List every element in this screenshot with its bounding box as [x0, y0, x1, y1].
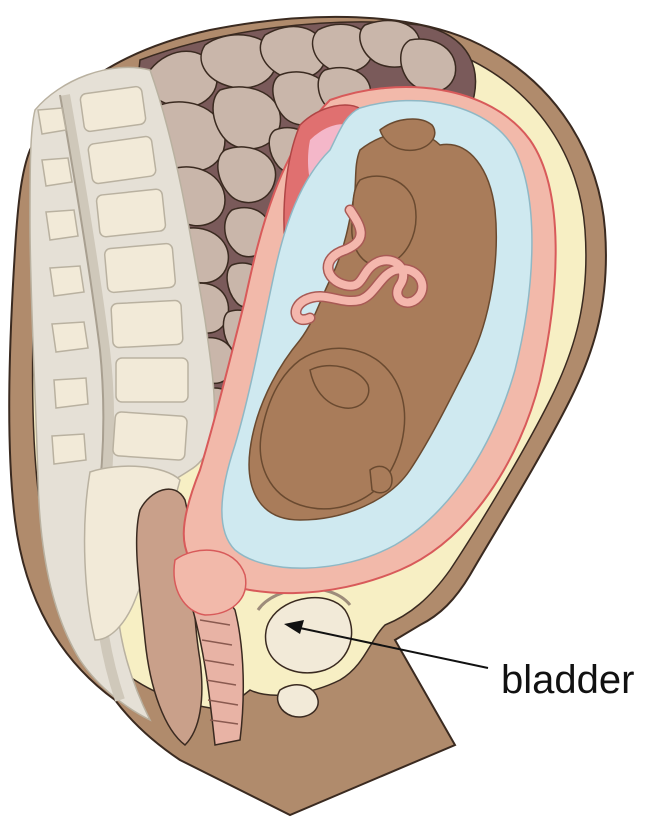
pubic-bone — [278, 685, 319, 717]
bladder-label: bladder — [501, 658, 634, 702]
fetus-ear — [370, 466, 392, 492]
